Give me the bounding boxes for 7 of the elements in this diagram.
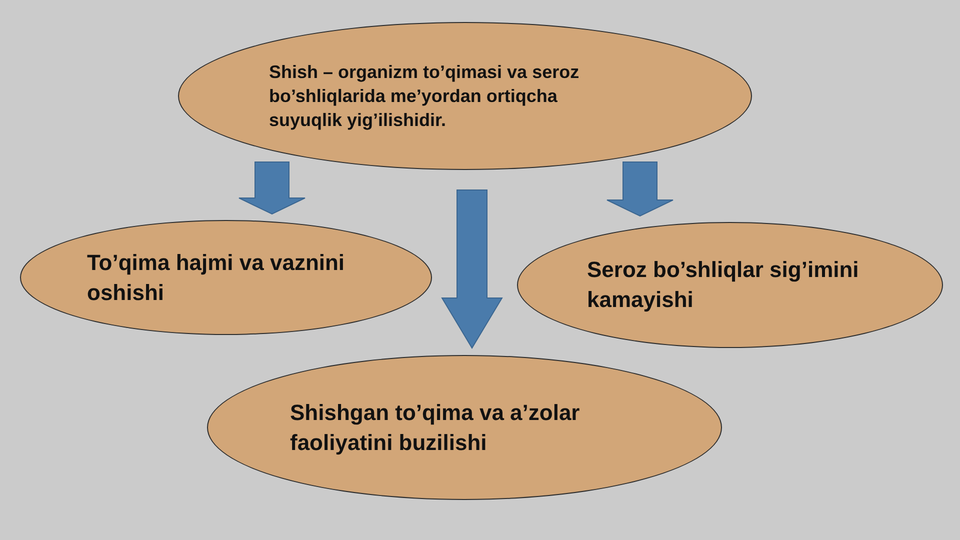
node-text: Seroz bo’shliqlar sig’imini kamayishi [587, 256, 860, 314]
node-text: Shish – organizm to’qimasi va seroz bo’shliqlarida me’yordan ortiqcha suyuqlik yig’ilishidir. [269, 60, 580, 132]
node-text: Shishgan to’qima va a’zolar faoliyatini buzilishi [290, 398, 581, 457]
block-arrow [238, 162, 306, 215]
node-text: To’qima hajmi va vaznini oshishi [87, 248, 346, 306]
block-arrow [441, 190, 503, 349]
block-arrow [606, 162, 674, 217]
